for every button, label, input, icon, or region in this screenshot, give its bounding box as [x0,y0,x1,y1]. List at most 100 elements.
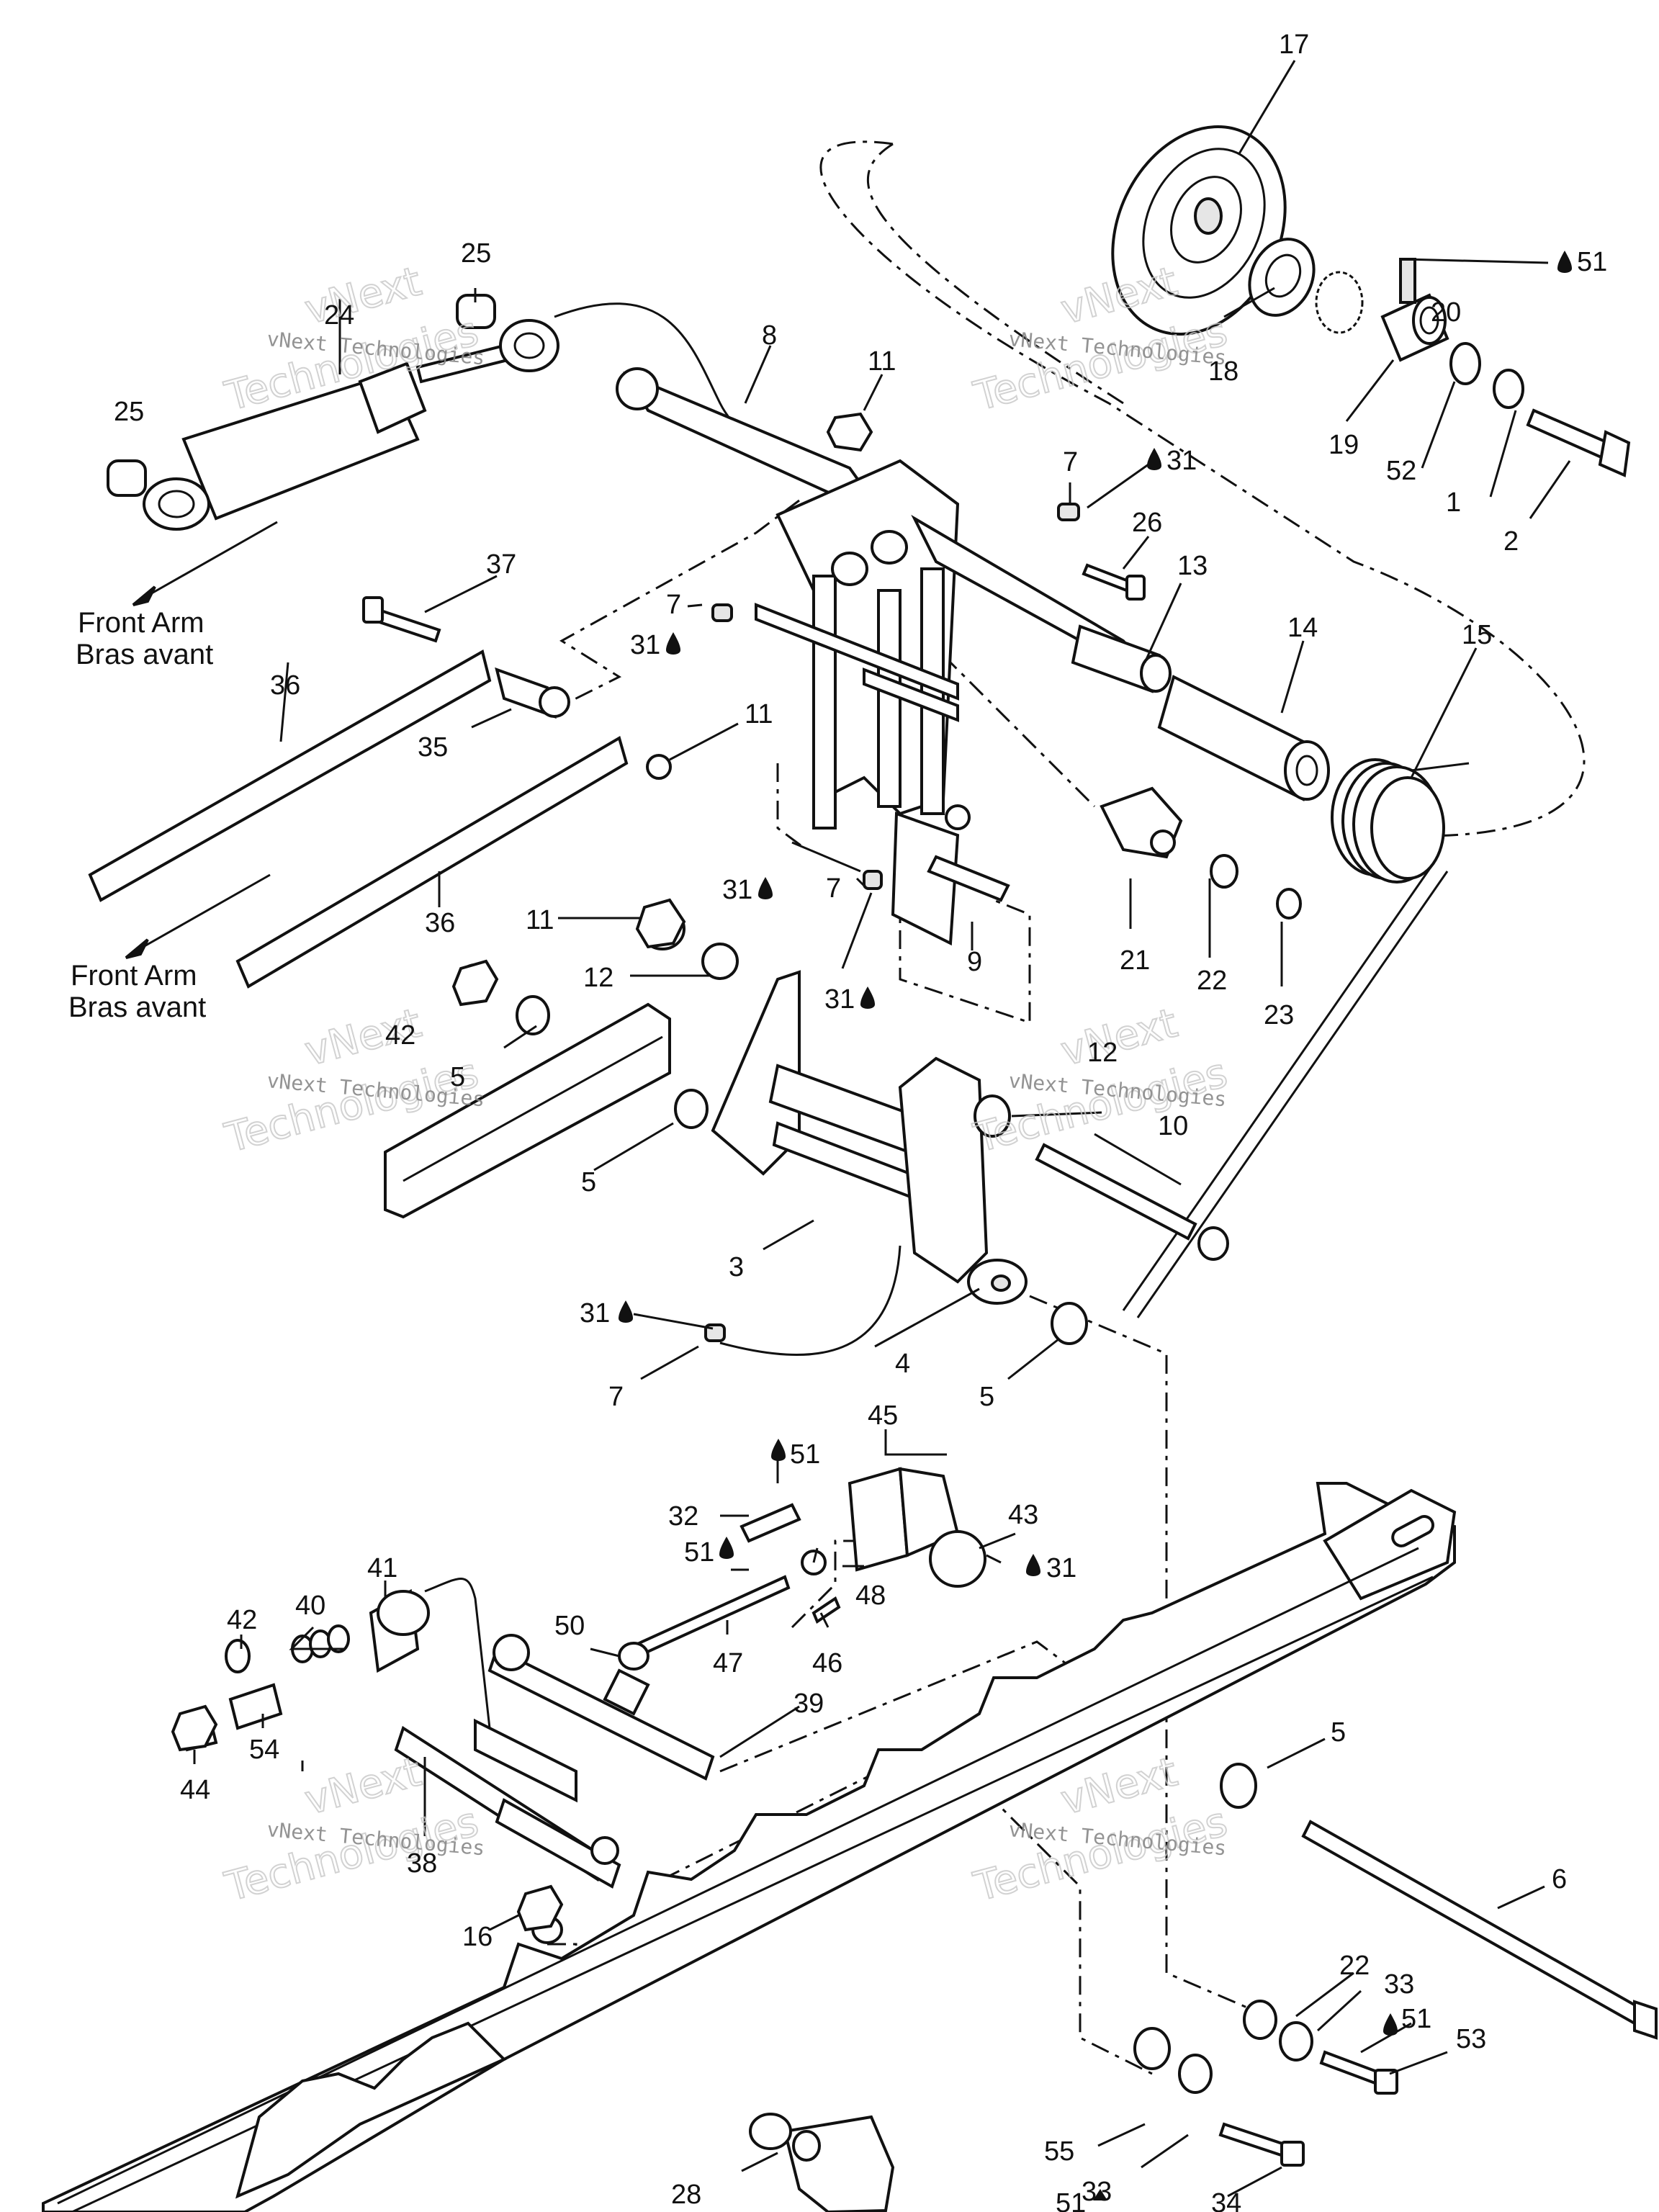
torsion-spring [1122,758,1470,1318]
callout-25: 25 [461,238,491,269]
callout-12: 12 [1087,1038,1118,1068]
callout-31: 31 [824,984,855,1015]
lubricant-drop-icons [619,251,1572,2200]
axle-and-spacer [1071,624,1330,801]
stopper-clip [1100,786,1302,920]
callout-1: 1 [1446,487,1461,518]
callout-26: 26 [1132,508,1162,538]
callout-36: 36 [425,908,455,938]
callout-33: 33 [1082,2177,1112,2207]
bearing [1248,238,1316,317]
callout-51: 51 [790,1439,820,1470]
front-arm-arrows [125,521,278,959]
callout-5: 5 [979,1382,994,1412]
callout-33: 33 [1384,1969,1414,2000]
callout-38: 38 [407,1848,437,1879]
callout-54: 54 [249,1735,279,1765]
front-arm-note-en: Front Arm [78,607,204,639]
callout-3: 3 [729,1252,744,1282]
callout-51: 51 [1577,247,1607,277]
washers-hub [1449,342,1524,409]
callout-48: 48 [855,1581,886,1611]
callout-31: 31 [630,630,660,660]
callout-16: 16 [462,1922,493,1952]
drop-icon [719,1537,734,1559]
callout-23: 23 [1264,1000,1294,1030]
callout-17: 17 [1279,30,1309,60]
callout-15: 15 [1462,620,1492,650]
drop-icon [619,1300,633,1323]
callout-46: 46 [812,1648,842,1678]
front-arm-note-fr: Bras avant [68,992,206,1023]
callout-52: 52 [1386,456,1416,486]
callout-41: 41 [367,1553,397,1583]
callout-32: 32 [668,1501,698,1532]
callout-19: 19 [1328,430,1359,460]
front-arm-links [88,649,971,989]
drop-icon [666,632,680,655]
callout-44: 44 [180,1775,210,1805]
callout-7: 7 [826,873,841,904]
callout-11: 11 [526,905,554,935]
callout-7: 7 [608,1382,624,1412]
callout-14: 14 [1287,613,1318,643]
slider-rail-left [384,1002,671,1219]
callout-22: 22 [1339,1951,1370,1981]
callout-21: 21 [1120,945,1150,976]
callout-51: 51 [684,1537,714,1568]
rear-arm-upper [616,367,1161,830]
slide-rail [42,1482,1658,2212]
callout-2: 2 [1503,526,1519,557]
hub-bolt [1526,408,1631,477]
callout-31: 31 [722,875,752,905]
callout-10: 10 [1158,1111,1188,1141]
callout-8: 8 [762,320,777,351]
callout-31: 31 [1046,1553,1076,1583]
callout-43: 43 [1008,1500,1038,1530]
callout-37: 37 [486,549,516,580]
callout-28: 28 [671,2180,701,2210]
callout-labels: 17 51 20 18 19 52 1 2 25 24 25 8 11 7 31… [114,30,1607,2212]
callout-42: 42 [385,1020,415,1051]
watermark-vnext: vNext [300,1748,426,1824]
retaining-ring [1315,271,1364,334]
callout-39: 39 [793,1689,824,1719]
callout-11: 11 [868,346,896,377]
callout-51: 51 [1401,2004,1431,2034]
bolts-upper [362,563,1146,643]
callout-31: 31 [1166,446,1197,476]
callout-7: 7 [666,590,681,620]
notes: Front Arm Bras avant Front Arm Bras avan… [68,607,213,1023]
triangle-icon [1093,2189,1107,2200]
callout-4: 4 [895,1349,910,1379]
callout-31: 31 [580,1298,610,1328]
nuts [171,412,873,1932]
callout-36: 36 [270,670,300,701]
callout-22: 22 [1197,966,1227,996]
callout-42: 42 [227,1605,257,1635]
callout-50: 50 [554,1611,585,1641]
drop-icon [1026,1554,1040,1576]
drop-icon [758,877,773,899]
drop-icon [1557,251,1572,273]
callout-11: 11 [745,699,773,729]
watermark-vnext: vNext [300,258,426,333]
callout-24: 24 [324,300,354,331]
front-arm-lower [394,1578,715,1889]
idler-wheel [1111,125,1287,336]
callout-40: 40 [295,1591,325,1621]
clamp-block [624,1467,986,1662]
drop-icon [860,986,875,1009]
front-arm-note-en: Front Arm [71,960,197,992]
pivot-arm [711,811,1229,1305]
callout-13: 13 [1177,551,1208,581]
grease-fittings [704,503,1080,1342]
callout-45: 45 [868,1401,898,1431]
callout-6: 6 [1552,1864,1567,1894]
callout-34: 34 [1211,2188,1241,2212]
callout-47: 47 [713,1648,743,1678]
leader-lines [193,60,1571,2198]
front-arm-note-fr: Bras avant [76,639,213,670]
callout-5: 5 [1331,1717,1346,1748]
